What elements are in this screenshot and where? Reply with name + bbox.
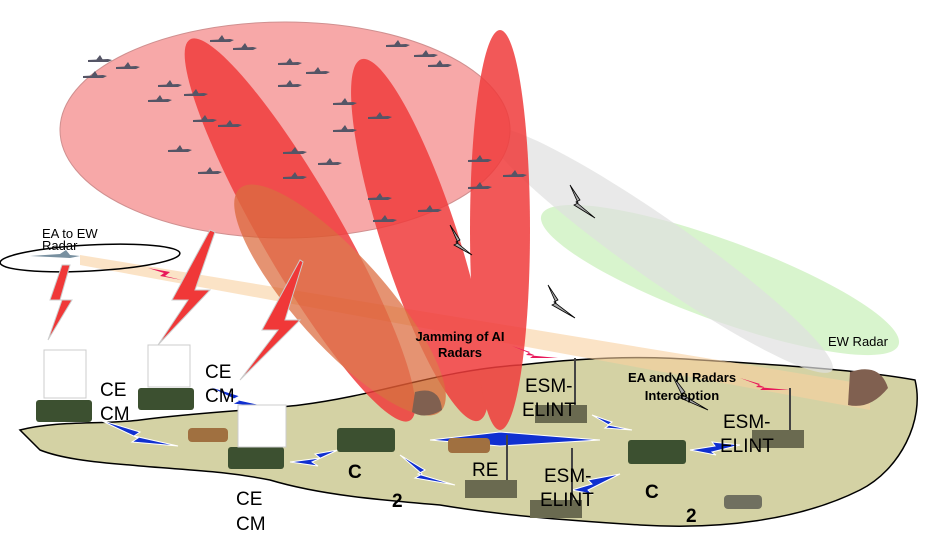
aircraft-icon [278, 80, 302, 87]
aircraft-icon [193, 115, 217, 122]
cecm-vehicle [36, 400, 92, 422]
aircraft-icon [468, 155, 492, 162]
aircraft-icon [198, 167, 222, 174]
signal-bolts [148, 184, 790, 411]
label-ew-radar: EW Radar [828, 334, 889, 349]
command-vehicle [337, 428, 395, 452]
jamming-bolts [47, 229, 304, 381]
label-re: RE [472, 460, 498, 481]
label-2-2: 2 [686, 506, 697, 527]
aircraft-icon [88, 55, 112, 62]
esm-beam [487, 127, 833, 373]
label-2-1: 2 [392, 491, 403, 512]
aircraft-icon [210, 35, 234, 42]
tank [188, 428, 228, 442]
antenna-panels [43, 344, 287, 448]
esm-vehicle [752, 430, 804, 448]
aircraft-icon [333, 125, 357, 132]
aircraft-icon [318, 158, 342, 165]
esm-vehicle [530, 500, 582, 518]
aircraft-icon [168, 145, 192, 152]
aircraft-icon [306, 67, 330, 74]
aircraft-icon [148, 95, 172, 102]
aircraft-icon [83, 71, 107, 78]
aircraft-icon [158, 80, 182, 87]
aircraft-icon [418, 205, 442, 212]
esm-vehicle [535, 405, 587, 423]
tank [724, 495, 762, 509]
label-c-2: C [645, 482, 659, 503]
aircraft-icon [503, 170, 527, 177]
aircraft-icon [218, 120, 242, 127]
aircraft-icon [414, 50, 438, 57]
vehicles [36, 358, 888, 518]
label-esm-elint-1: ESM-ELINT [522, 376, 576, 421]
aircraft-icon [386, 40, 410, 47]
cecm-vehicle [138, 388, 194, 410]
ea-aircraft-icon [30, 250, 80, 258]
label-c-1: C [348, 462, 362, 483]
jamming-beams [184, 30, 530, 430]
aircraft-icon [184, 89, 208, 96]
label-esm-elint-2: ESM-ELINT [540, 466, 594, 511]
aircraft-icon [368, 112, 392, 119]
radar-dish [412, 390, 442, 416]
aircraft-formation [83, 35, 527, 222]
tank [448, 438, 490, 453]
ea-aircraft-orbit [0, 243, 181, 273]
label-esm-elint-3: ESM-ELINT [720, 412, 774, 457]
ew-radar-dish [848, 369, 888, 406]
aircraft-icon [278, 58, 302, 65]
cecm-vehicle [228, 447, 284, 469]
aircraft-icon [283, 147, 307, 154]
command-vehicle [628, 440, 686, 464]
aircraft-icon [116, 62, 140, 69]
aircraft-icon [233, 43, 257, 50]
aircraft-icon [368, 193, 392, 200]
aircraft-icon [333, 98, 357, 105]
re-vehicle [465, 480, 517, 498]
aircraft-icon [468, 182, 492, 189]
aircraft-icon [283, 172, 307, 179]
aircraft-icon [428, 60, 452, 67]
aircraft-icon [373, 215, 397, 222]
